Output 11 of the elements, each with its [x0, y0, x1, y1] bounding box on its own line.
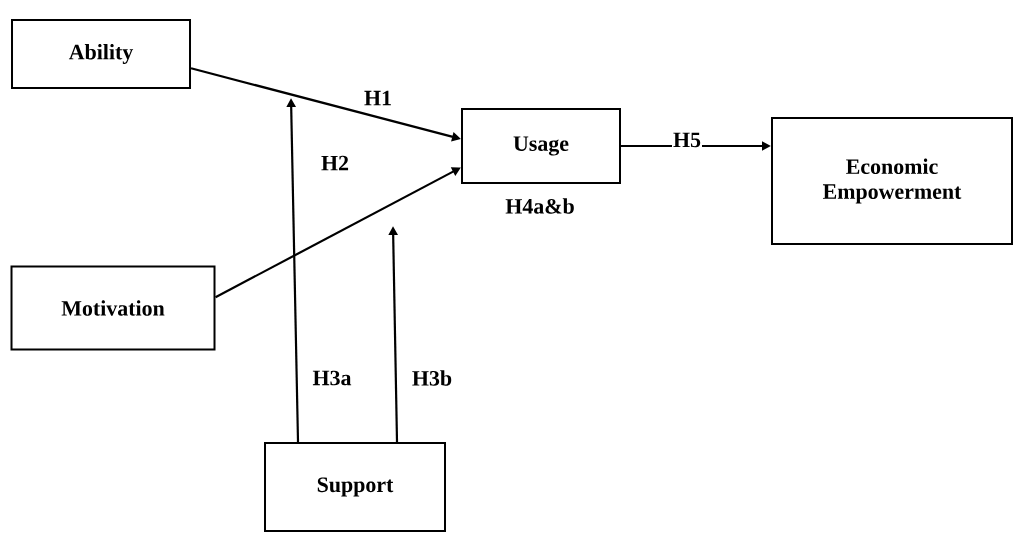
- edge-label: H1: [363, 89, 393, 107]
- concept-box: Usage: [461, 108, 621, 184]
- hypothesis-label: H4a&b: [505, 198, 574, 214]
- edge-label: H3a: [311, 369, 353, 387]
- edge-label: H2: [320, 154, 350, 172]
- edge-label: H3b: [410, 369, 454, 387]
- concept-box: Support: [264, 442, 446, 532]
- edge-label: H5: [672, 131, 702, 149]
- concept-box: Ability: [11, 19, 191, 89]
- concept-box: Economic Empowerment: [771, 117, 1013, 245]
- concept-box: Motivation: [10, 265, 216, 351]
